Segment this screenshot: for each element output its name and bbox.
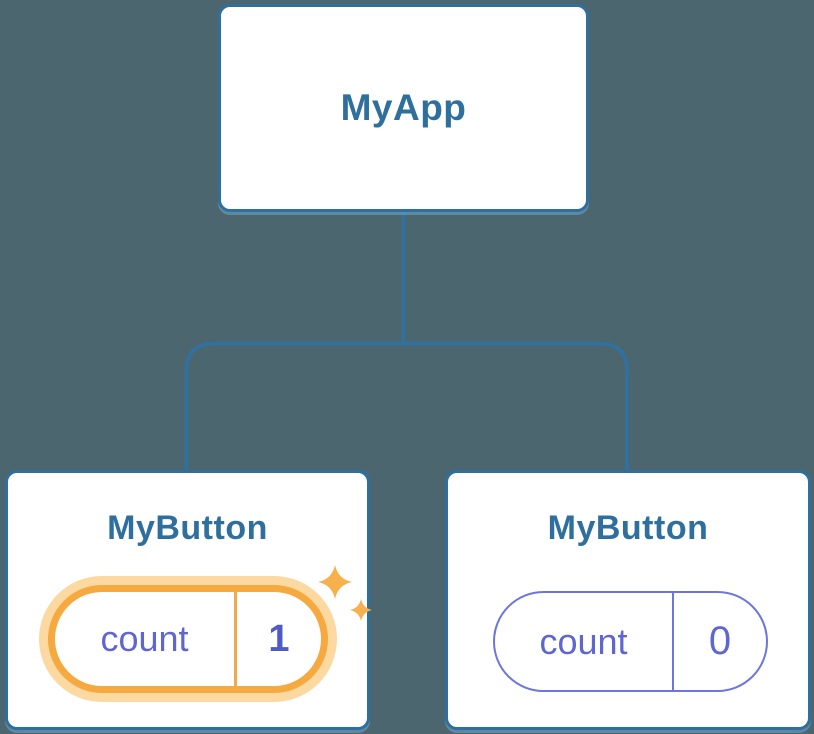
component-node-child-right: MyButton count 0 — [445, 470, 811, 730]
component-name: MyButton — [547, 509, 709, 547]
pill-divider — [672, 593, 674, 690]
component-node-root: MyApp — [218, 4, 589, 212]
component-name: MyApp — [340, 87, 467, 128]
state-key-label: count — [100, 618, 189, 659]
state-key-label: count — [539, 620, 628, 662]
pill-divider — [234, 592, 237, 686]
state-badge-highlighted: count 1 — [48, 585, 328, 693]
component-name: MyButton — [107, 509, 268, 547]
state-value: 0 — [708, 619, 732, 663]
state-value: 1 — [268, 617, 290, 660]
component-node-child-left: MyButton count 1 — [5, 470, 372, 730]
state-badge: count 0 — [493, 591, 768, 692]
sparkles-icon — [318, 565, 372, 621]
